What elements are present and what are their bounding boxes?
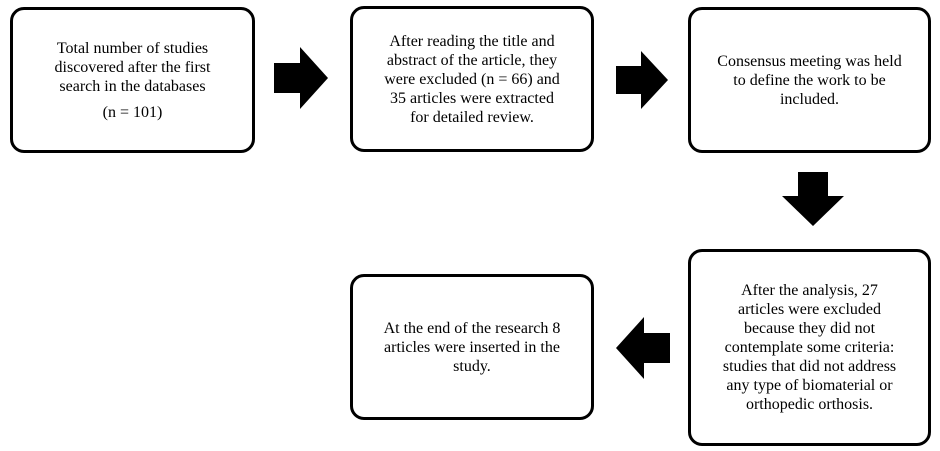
box-analysis: After the analysis, 27 articles were exc… xyxy=(688,249,931,446)
box-initial-search-line-3: search in the databases xyxy=(59,77,206,95)
box-analysis-line-6: any type of biomaterial or xyxy=(726,377,893,394)
box-screening-line-1: After reading the title and xyxy=(389,32,555,50)
box-screening: After reading the title and abstract of … xyxy=(350,6,594,152)
box-final-included-line-2: articles were inserted in the xyxy=(384,338,560,356)
arrow-right-icon xyxy=(274,47,328,109)
box-final-included-line-3: study. xyxy=(453,357,491,375)
box-consensus: Consensus meeting was held to define the… xyxy=(688,7,931,153)
box-initial-search-line-2: discovered after the first xyxy=(54,58,211,76)
box-analysis-line-5: studies that did not address xyxy=(722,358,897,375)
box-consensus-line-2: to define the work to be xyxy=(733,71,886,89)
box-analysis-line-7: orthopedic orthosis. xyxy=(745,396,874,413)
box-initial-search: Total number of studies discovered after… xyxy=(10,7,255,153)
box-final-included-line-1: At the end of the research 8 xyxy=(383,319,561,337)
box-final-included: At the end of the research 8 articles we… xyxy=(350,274,594,420)
arrow-left-icon xyxy=(616,317,670,379)
arrow-down-icon xyxy=(782,172,844,226)
box-screening-line-5: for detailed review. xyxy=(410,108,534,126)
box-initial-search-line-1: Total number of studies xyxy=(56,39,209,57)
box-analysis-line-4: contemplate some criteria: xyxy=(724,339,895,356)
box-analysis-line-1: After the analysis, 27 xyxy=(741,282,878,299)
box-analysis-line-2: articles were excluded xyxy=(737,301,882,318)
arrow-right-icon xyxy=(616,51,668,109)
box-screening-line-3: were excluded (n = 66) and xyxy=(384,70,560,88)
box-screening-line-2: abstract of the article, they xyxy=(386,51,558,69)
box-analysis-line-3: because they did not xyxy=(743,320,876,337)
box-initial-search-count: (n = 101) xyxy=(102,103,163,121)
box-screening-line-4: 35 articles were extracted xyxy=(390,89,554,107)
box-consensus-line-3: included. xyxy=(779,90,840,108)
box-consensus-line-1: Consensus meeting was held xyxy=(717,52,902,70)
